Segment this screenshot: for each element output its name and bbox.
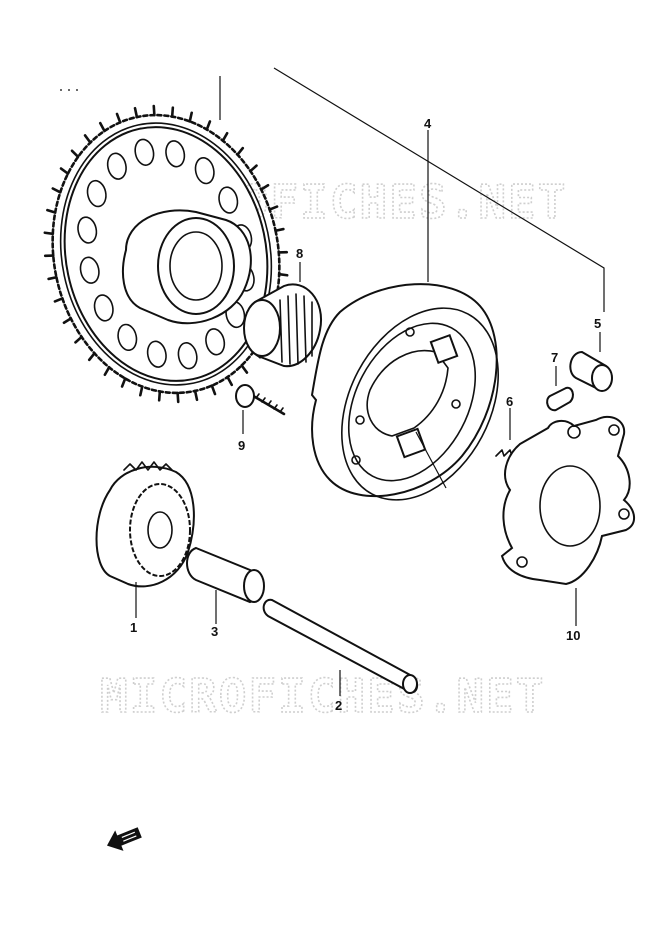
part-clutch-housing — [310, 283, 499, 501]
part-guide-plate — [500, 415, 635, 586]
gear-tooth — [51, 187, 62, 194]
callout-6: 6 — [506, 394, 513, 409]
gear-tooth — [249, 164, 258, 173]
gear-tooth — [268, 205, 279, 211]
gear-tooth — [83, 134, 92, 144]
gear-hole — [194, 156, 215, 185]
gear-tooth — [74, 335, 83, 344]
part-needle-bearing — [243, 283, 323, 368]
callout-8: 8 — [296, 246, 303, 261]
gear-tooth — [70, 149, 80, 159]
gear-hole — [86, 179, 107, 208]
callout-4: 4 — [424, 116, 432, 131]
gear-tooth — [133, 106, 139, 119]
watermark-bottom: MICROFICHES.NET — [100, 669, 545, 723]
gear-tooth — [176, 391, 180, 404]
part-bolt — [235, 384, 286, 416]
gear-tooth — [240, 364, 249, 374]
gear-hole — [146, 340, 167, 368]
part-starter-driven-gear — [43, 104, 289, 404]
gear-tooth — [210, 384, 217, 396]
gear-tooth — [152, 104, 156, 117]
gear-tooth — [236, 146, 245, 156]
gear-tooth — [277, 272, 289, 277]
gear-tooth — [87, 352, 96, 362]
gear-tooth — [98, 121, 106, 133]
gear-hole — [106, 152, 127, 180]
gear-tooth — [43, 231, 55, 236]
gear-hole — [134, 138, 155, 166]
gear-tooth — [188, 111, 193, 123]
gear-tooth — [62, 317, 73, 325]
gear-tooth — [47, 275, 58, 281]
gear-hole — [79, 256, 100, 284]
gear-tooth — [157, 390, 162, 402]
gear-hole — [205, 328, 226, 356]
gear-hole — [165, 140, 186, 168]
gear-tooth — [226, 375, 234, 387]
leader-lines — [60, 67, 605, 696]
part-roller — [569, 350, 613, 392]
gear-tooth — [120, 377, 127, 388]
gear-hole — [177, 342, 198, 370]
gear-tooth — [103, 366, 111, 377]
part-pin — [546, 386, 574, 412]
gear-tooth — [205, 120, 212, 131]
gear-hole — [77, 216, 98, 244]
gear-tooth — [277, 250, 289, 254]
gear-tooth — [221, 131, 229, 142]
gear-tooth — [115, 112, 122, 124]
gear-tooth — [59, 167, 70, 175]
part-idle-gear — [95, 461, 195, 588]
callout-numbers: 8 4 5 7 6 9 1 3 10 2 — [130, 116, 601, 713]
callout-7: 7 — [551, 350, 558, 365]
callout-1: 1 — [130, 620, 137, 635]
gear-tooth — [139, 385, 144, 397]
gear-tooth — [53, 297, 64, 303]
part-bushing — [186, 546, 265, 604]
gear-tooth — [46, 208, 57, 214]
gear-tooth — [193, 389, 199, 402]
callout-2: 2 — [335, 698, 342, 713]
gear-tooth — [43, 254, 55, 258]
gear-tooth — [170, 106, 175, 118]
callout-3: 3 — [211, 624, 218, 639]
part-shaft — [262, 598, 418, 694]
gear-hole — [117, 323, 138, 352]
callout-5: 5 — [594, 316, 601, 331]
gear-tooth — [274, 227, 285, 233]
callout-9: 9 — [238, 438, 245, 453]
gear-tooth — [259, 183, 270, 191]
gear-hole — [218, 186, 239, 214]
front-arrow-icon — [107, 827, 142, 851]
gear-hole — [93, 294, 114, 322]
callout-10: 10 — [566, 628, 580, 643]
